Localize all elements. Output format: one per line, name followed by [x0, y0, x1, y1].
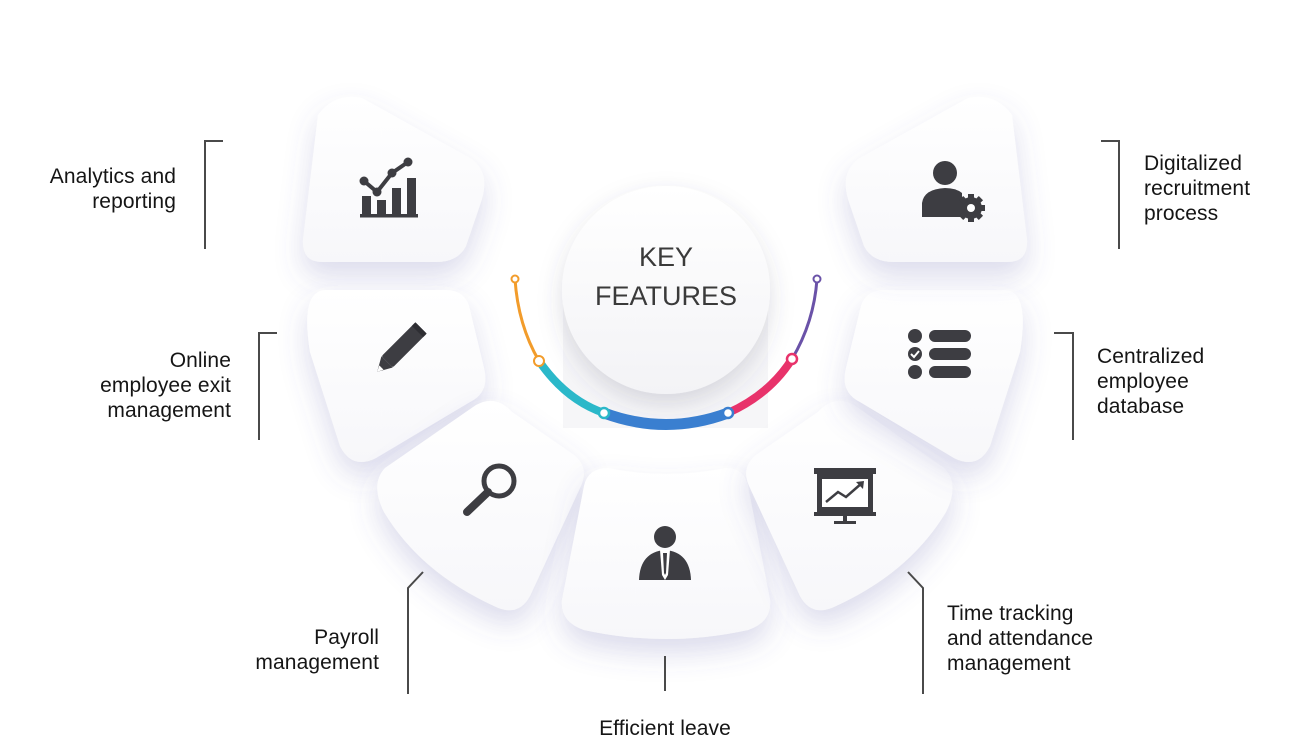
center-title-line2: FEATURES — [595, 281, 737, 311]
color-arc — [513, 277, 819, 430]
panel-analytics — [302, 96, 485, 262]
employee-icon — [639, 526, 691, 580]
bar-chart-trend-icon — [359, 157, 418, 218]
label-analytics: Analytics and reporting — [49, 165, 176, 213]
panel-exit — [307, 290, 486, 462]
label-recruitment: Digitalized recruitment process — [1144, 152, 1251, 225]
pencil-icon — [377, 322, 427, 372]
center-circle — [562, 186, 770, 394]
magnifier-icon — [463, 463, 517, 516]
label-payroll: Payroll management — [255, 626, 379, 674]
label-time: Time tracking and attendance management — [947, 602, 1094, 675]
center-title-line1: KEY — [639, 242, 693, 272]
label-database: Centralized employee database — [1097, 345, 1205, 418]
label-exit: Online employee exit management — [100, 349, 231, 422]
presentation-board-icon — [814, 468, 876, 524]
checklist-icon — [908, 329, 971, 379]
label-brackets — [204, 140, 1120, 694]
panel-payroll — [377, 400, 584, 611]
label-leave: Efficient leave — [599, 717, 731, 740]
user-gear-icon — [922, 161, 985, 222]
arc-nodes — [510, 274, 822, 420]
